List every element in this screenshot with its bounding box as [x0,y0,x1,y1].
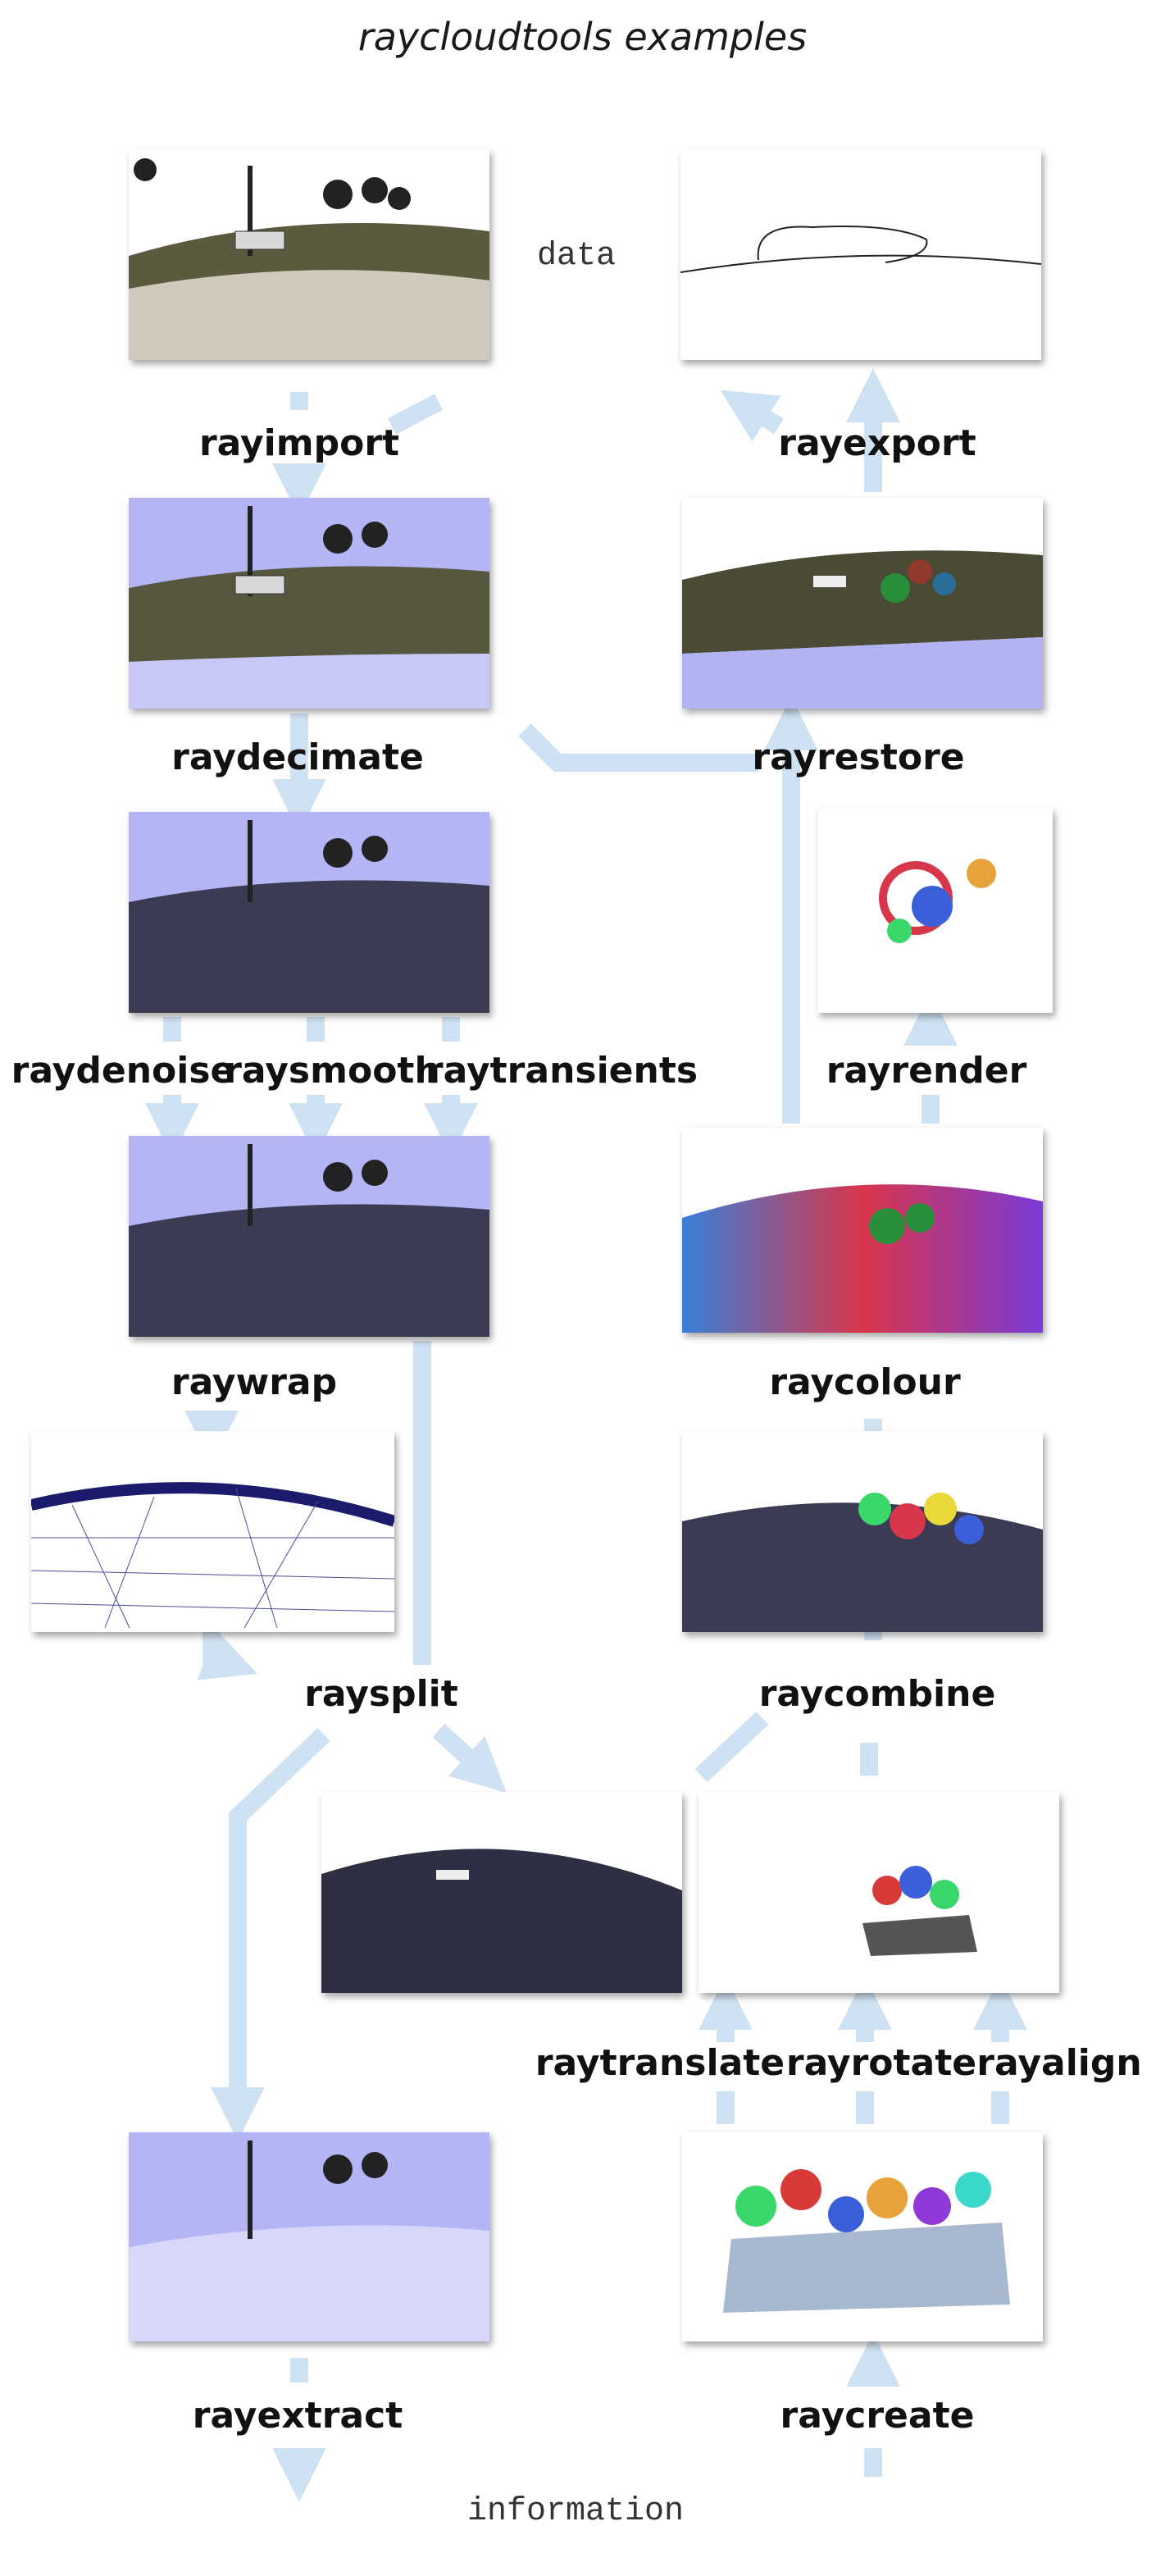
thumb-decimated [129,812,489,1013]
arrow-pair-to-combine [694,1711,769,1783]
label-raycreate: raycreate [780,2395,975,2437]
label-raycombine: raycombine [758,1673,996,1715]
thumb-combined [682,1431,1043,1632]
thumb-ray-cloud [129,498,489,709]
label-rayrotate: rayrotate [785,2042,977,2084]
arrow-data-to-rayimport [387,394,444,435]
thumb-coloured [682,1128,1043,1333]
label-rayalign: rayalign [976,2042,1142,2084]
data-label: data [537,238,617,275]
thumb-split-trees [699,1792,1059,1993]
thumb-exported-mesh [680,149,1041,360]
label-rayextract: rayextract [192,2395,403,2437]
label-raydenoise: raydenoise [11,1050,235,1092]
arrow-split-to-pair [432,1723,507,1793]
label-raydecimate: raydecimate [171,736,424,778]
label-raysmooth: raysmooth [224,1050,440,1092]
label-rayimport: rayimport [198,422,400,464]
arrow-split-to-extract [211,1728,330,2141]
label-rayexport: rayexport [778,422,976,464]
thumb-smoothed [129,1136,489,1337]
arrow-wrapimg-to-split [197,1629,257,1680]
thumb-split-ground [321,1792,682,1993]
thumb-created-forest [682,2132,1043,2341]
label-rayrestore: rayrestore [752,736,965,778]
label-raywrap: raywrap [171,1361,338,1403]
thumb-restored [682,498,1043,709]
label-raytranslate: raytranslate [535,2042,785,2084]
arrow-decimate-to-restore [518,723,758,772]
label-raycolour: raycolour [769,1361,961,1403]
arrow-rayexport-diag [720,390,784,442]
thumb-extracted [129,2132,489,2341]
thumb-render [817,808,1053,1013]
thumb-wrapped-mesh [31,1431,394,1632]
label-raytransients: raytransients [425,1050,699,1092]
label-rayrender: rayrender [826,1050,1027,1092]
label-raysplit: raysplit [304,1673,458,1715]
diagram-title: raycloudtools examples [357,15,808,59]
information-label: information [467,2493,685,2530]
thumb-raw-scan [129,149,489,360]
